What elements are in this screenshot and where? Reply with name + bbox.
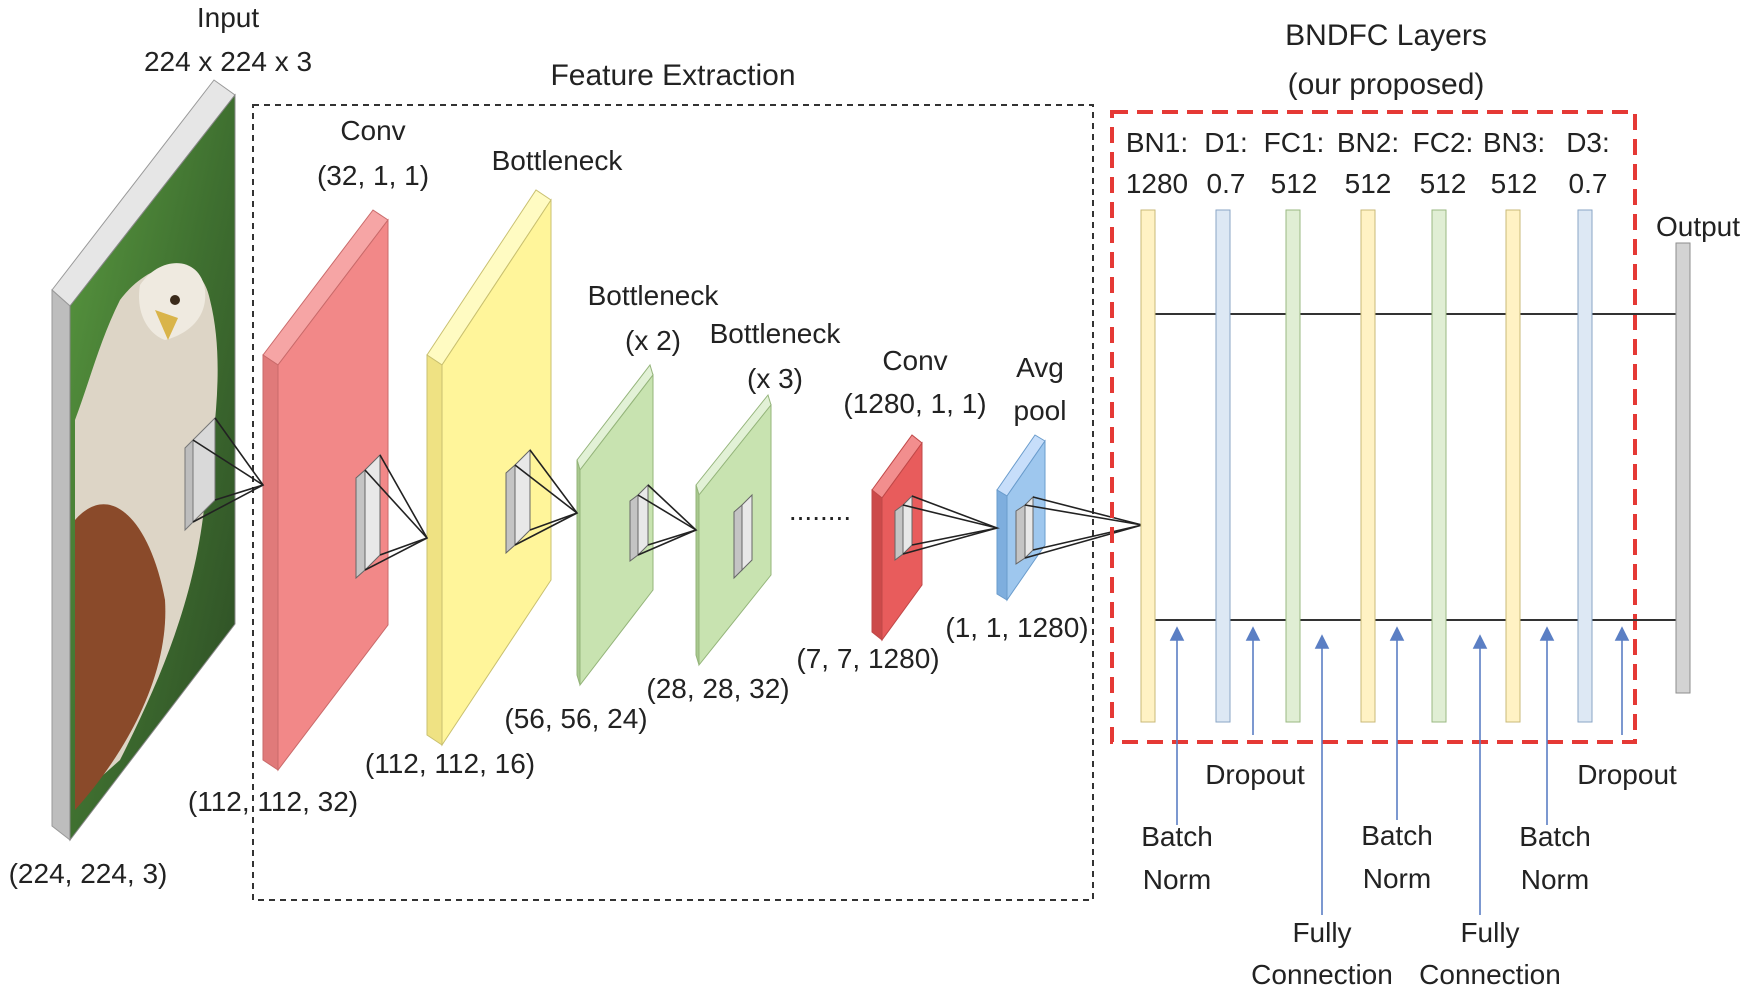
annot-bn1-line1: Batch [1141, 821, 1213, 852]
input-slab-side [51, 288, 71, 842]
bottleneck1-output: (112, 112, 16) [365, 748, 535, 779]
ellipsis: ........ [789, 495, 851, 526]
d3-label: D3: [1566, 127, 1610, 158]
avgpool-name: Avg [1016, 352, 1064, 383]
annot-fc2-line2: Connection [1419, 959, 1561, 990]
annotation-arrows [1169, 626, 1630, 915]
bn3-value: 512 [1491, 168, 1538, 199]
annot-d3-line1: Dropout [1577, 759, 1677, 790]
bndfc-title: BNDFC Layers [1285, 19, 1487, 52]
conv1-output: (112, 112, 32) [188, 786, 358, 817]
conv2-params: (1280, 1, 1) [843, 388, 986, 419]
avgpool-output: (1, 1, 1280) [945, 612, 1088, 643]
input-image-slab [51, 79, 236, 842]
annot-bn1-line2: Norm [1143, 864, 1211, 895]
bar-fc2 [1431, 209, 1447, 723]
bn2-label: BN2: [1337, 127, 1399, 158]
conv2-name: Conv [882, 345, 947, 376]
fc1-value: 512 [1271, 168, 1318, 199]
input-title: Input [197, 2, 259, 33]
bottleneck1-name: Bottleneck [492, 145, 624, 176]
feature-extraction-box [252, 104, 1094, 901]
annot-bn2-line2: Norm [1363, 863, 1431, 894]
conv1-name: Conv [340, 115, 405, 146]
bird-beak [155, 310, 178, 340]
annot-bn3-line2: Norm [1521, 864, 1589, 895]
annot-bn2-line1: Batch [1361, 820, 1433, 851]
input-kernel-side [184, 438, 194, 532]
input-size: 224 x 224 x 3 [144, 46, 312, 77]
bndfc-bars [1140, 209, 1691, 723]
bottleneck3-slab [695, 393, 772, 667]
bar-fc1 [1285, 209, 1301, 723]
d1-label: D1: [1204, 127, 1248, 158]
bar-bn1 [1140, 209, 1156, 723]
bottleneck1-slab [426, 189, 552, 747]
conv1-slab [262, 209, 389, 772]
bird-wing [75, 504, 166, 810]
avgpool-params: pool [1014, 395, 1067, 426]
bottleneck3-params: (x 3) [747, 363, 803, 394]
bottleneck2-output: (56, 56, 24) [504, 703, 647, 734]
output-label: Output [1656, 211, 1740, 242]
d3-value: 0.7 [1569, 168, 1608, 199]
bar-bn3 [1505, 209, 1521, 723]
bottleneck3-output: (28, 28, 32) [646, 673, 789, 704]
conv2-slab [871, 434, 923, 642]
annot-fc1-line2: Connection [1251, 959, 1393, 990]
bndfc-box [1110, 110, 1637, 744]
avgpool-slab [996, 434, 1046, 602]
bn2-value: 512 [1345, 168, 1392, 199]
input-dims: (224, 224, 3) [9, 858, 168, 889]
bottleneck3-name: Bottleneck [710, 318, 842, 349]
bottleneck2-face [579, 373, 654, 687]
d1-value: 0.7 [1207, 168, 1246, 199]
bird-eye [170, 295, 180, 305]
conv1-params: (32, 1, 1) [317, 160, 429, 191]
bottleneck1-face [441, 198, 552, 747]
bottleneck2-name: Bottleneck [588, 280, 720, 311]
bottleneck2-slab [576, 363, 654, 687]
bar-d1 [1215, 209, 1231, 723]
annot-fc1-line1: Fully [1292, 917, 1351, 948]
bar-bn2 [1360, 209, 1376, 723]
conv1-face [277, 218, 389, 772]
feature-extraction-title: Feature Extraction [550, 59, 795, 92]
fc1-label: FC1: [1264, 127, 1325, 158]
bndfc-subtitle: (our proposed) [1288, 68, 1485, 101]
annot-fc2-line1: Fully [1460, 917, 1519, 948]
bn3-label: BN3: [1483, 127, 1545, 158]
conv2-output: (7, 7, 1280) [796, 643, 939, 674]
annot-bn3-line1: Batch [1519, 821, 1591, 852]
bar-d3 [1577, 209, 1593, 723]
annot-d1-line1: Dropout [1205, 759, 1305, 790]
bottleneck2-params: (x 2) [625, 325, 681, 356]
bn1-label: BN1: [1126, 127, 1188, 158]
projection-lines [192, 417, 1143, 571]
fc2-value: 512 [1420, 168, 1467, 199]
fc2-label: FC2: [1413, 127, 1474, 158]
bn1-value: 1280 [1126, 168, 1188, 199]
bar-output [1675, 242, 1691, 694]
